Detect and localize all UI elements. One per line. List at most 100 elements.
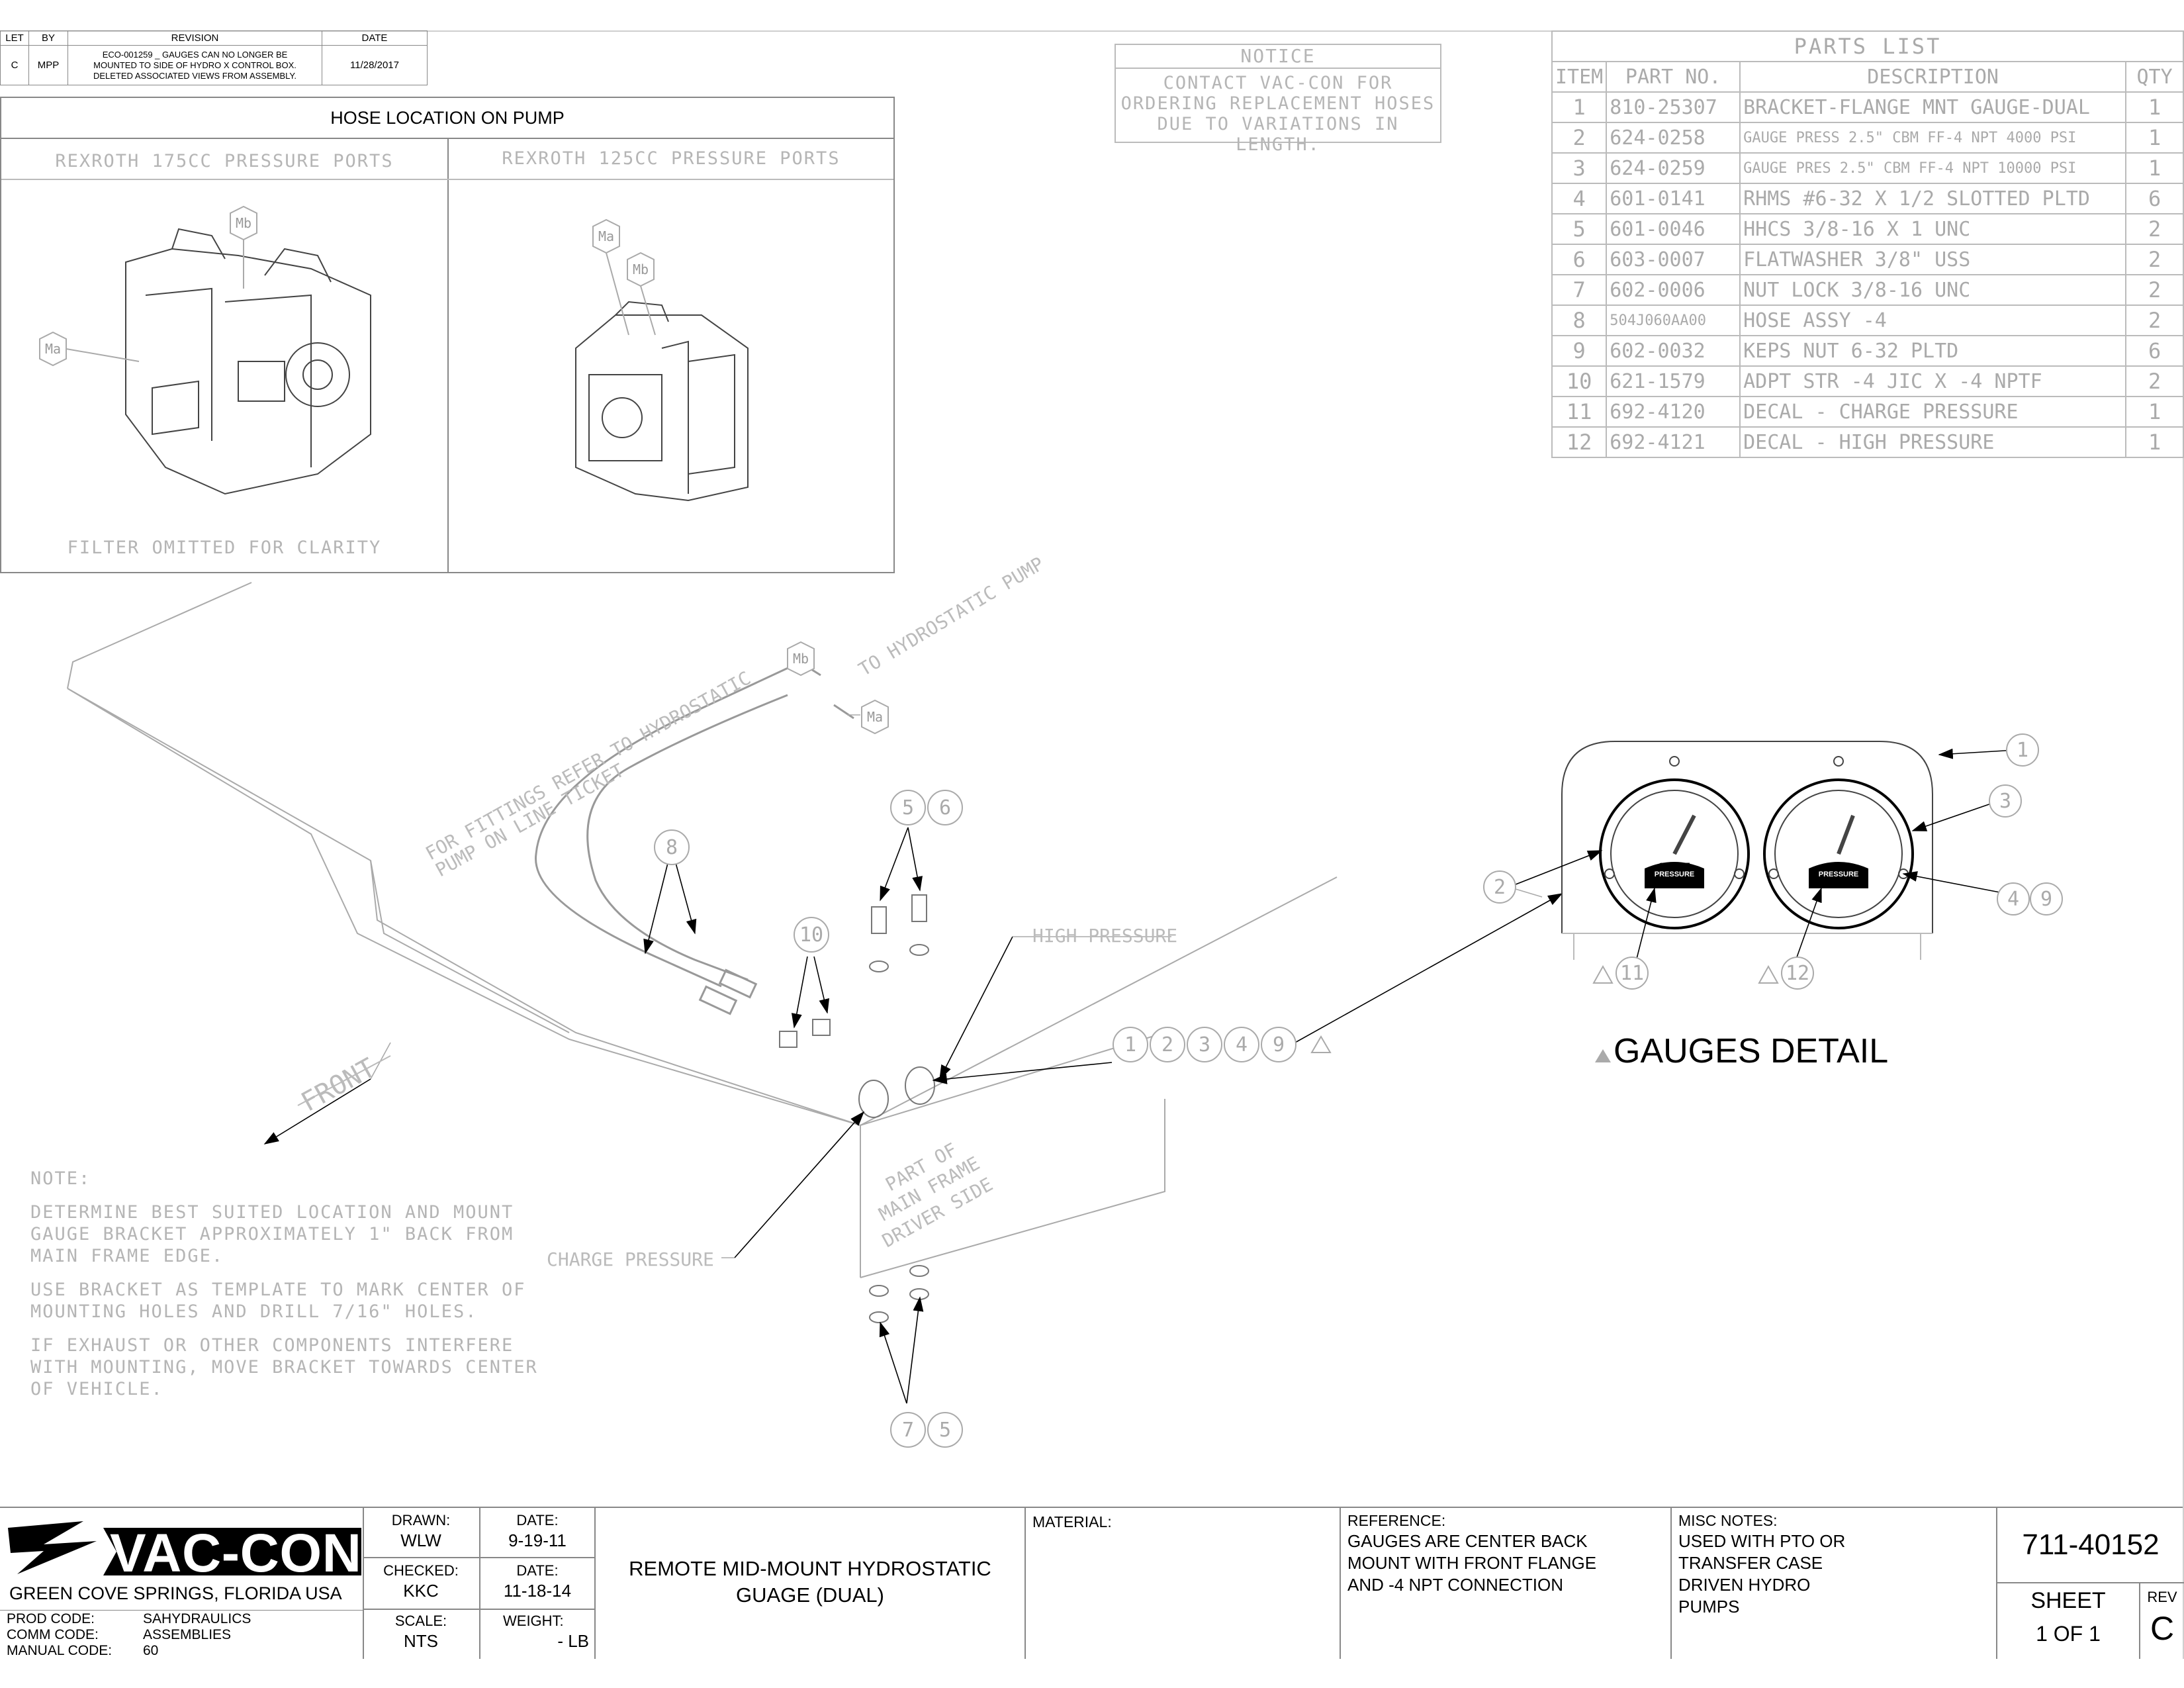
parts-part-no: 601-0141 — [1606, 183, 1741, 214]
parts-item: 6 — [1551, 244, 1608, 275]
parts-item: 10 — [1551, 365, 1608, 397]
main-port-ma: Ma — [867, 709, 883, 725]
high-pressure-gauge: HIGH PRESSURE — [1763, 756, 1914, 929]
gauge-left-line-2: PRESSURE — [1655, 870, 1695, 878]
sheet-label: SHEET — [2030, 1588, 2106, 1613]
pump-175cc — [125, 228, 371, 495]
charge-pressure-gauge: CHARGE PRESSURE — [1599, 756, 1750, 929]
parts-qty: 6 — [2125, 335, 2184, 367]
port-label-ma-125: Ma — [598, 228, 614, 244]
vac-con-logo-icon: VAC-CON — [8, 1521, 361, 1583]
parts-description: KEPS NUT 6-32 PLTD — [1739, 335, 2127, 367]
parts-header-description: DESCRIPTION — [1739, 61, 2127, 93]
parts-part-no: 624-0259 — [1606, 152, 1741, 184]
reference-block: REFERENCE: GAUGES ARE CENTER BACK MOUNT … — [1347, 1512, 1597, 1595]
prod-code-label: PROD CODE: — [7, 1611, 95, 1626]
parts-item: 3 — [1551, 152, 1608, 184]
parts-qty: 2 — [2125, 305, 2184, 336]
company-location: GREEN COVE SPRINGS, FLORIDA USA — [9, 1583, 342, 1603]
parts-qty: 2 — [2125, 274, 2184, 306]
note-2-line-2: MOUNTING HOLES AND DRILL 7/16" HOLES. — [30, 1301, 478, 1322]
detail-callout-12: 12 — [1786, 962, 1809, 985]
drawn-label: DRAWN: — [391, 1512, 451, 1528]
note-3-line-1: IF EXHAUST OR OTHER COMPONENTS INTERFERE — [30, 1335, 514, 1356]
hose-location-panel: HOSE LOCATION ON PUMP REXROTH 175CC PRES… — [0, 97, 895, 573]
svg-text:VAC-CON: VAC-CON — [110, 1523, 361, 1583]
callout-10: 10 — [799, 923, 823, 947]
parts-description: FLATWASHER 3/8" USS — [1739, 244, 2127, 275]
main-port-mb: Mb — [793, 651, 809, 667]
gauge-right-line-2: PRESSURE — [1819, 870, 1859, 878]
notes-block: NOTE: DETERMINE BEST SUITED LOCATION AND… — [30, 1168, 538, 1400]
parts-qty: 1 — [2125, 426, 2184, 458]
parts-part-no: 504J060AA00 — [1606, 305, 1741, 336]
sheet-value: 1 OF 1 — [2036, 1622, 2101, 1646]
parts-part-no: 624-0258 — [1606, 122, 1741, 154]
misc-notes-block: MISC NOTES: USED WITH PTO OR TRANSFER CA… — [1678, 1512, 1846, 1617]
parts-qty: 1 — [2125, 122, 2184, 154]
parts-header-item: ITEM — [1551, 61, 1608, 93]
detail-callout-1: 1 — [2017, 739, 2028, 762]
rev-date: 11/28/2017 — [322, 45, 428, 85]
parts-item: 11 — [1551, 396, 1608, 428]
rev-let: C — [0, 45, 29, 85]
hardware — [779, 894, 935, 1323]
charge-pressure-label: CHARGE PRESSURE — [547, 1248, 714, 1270]
parts-qty: 2 — [2125, 365, 2184, 397]
parts-part-no: 621-1579 — [1606, 365, 1741, 397]
port-label-ma-175: Ma — [45, 341, 61, 357]
parts-header-qty: QTY — [2125, 61, 2184, 93]
parts-description: HOSE ASSY -4 — [1739, 305, 2127, 336]
note-1-line-3: MAIN FRAME EDGE. — [30, 1246, 224, 1266]
note-3-line-2: WITH MOUNTING, MOVE BRACKET TOWARDS CENT… — [30, 1357, 538, 1378]
parts-item: 8 — [1551, 305, 1608, 336]
rev-value: C — [2150, 1610, 2175, 1647]
sheet-border — [0, 30, 2184, 1659]
callout-6: 6 — [939, 796, 951, 820]
parts-list-table: PARTS LIST ITEM PART NO. DESCRIPTION QTY… — [1551, 30, 2184, 458]
parts-list-title: PARTS LIST — [1551, 30, 2184, 62]
scale-label: SCALE: — [394, 1613, 447, 1629]
title-block: VAC-CON GREEN COVE SPRINGS, FLORIDA USA … — [0, 1507, 2184, 1659]
parts-description: ADPT STR -4 JIC X -4 NPTF — [1739, 365, 2127, 397]
parts-part-no: 692-4121 — [1606, 426, 1741, 458]
scale-value: NTS — [404, 1631, 438, 1651]
vac-con-logo: VAC-CON — [4, 1515, 361, 1587]
parts-item: 12 — [1551, 426, 1608, 458]
port-label-mb-175: Mb — [236, 215, 251, 231]
parts-description: BRACKET-FLANGE MNT GAUGE-DUAL — [1739, 91, 2127, 123]
revision-triangle-icon — [1595, 1049, 1611, 1062]
parts-part-no: 601-0046 — [1606, 213, 1741, 245]
rexroth-125-header: REXROTH 125CC PRESSURE PORTS — [502, 148, 841, 169]
high-pressure-label: HIGH PRESSURE — [1032, 925, 1177, 947]
route-note-line-2: PUMP ON LINE TICKET — [432, 759, 627, 881]
parts-part-no: 692-4120 — [1606, 396, 1741, 428]
note-1-line-2: GAUGE BRACKET APPROXIMATELY 1" BACK FROM — [30, 1224, 514, 1244]
rev-header-revision: REVISION — [68, 30, 322, 46]
port-label-mb-125: Mb — [633, 261, 649, 277]
parts-qty: 2 — [2125, 244, 2184, 275]
revision-block: LET BY REVISION DATE C MPP ECO-001259 _ … — [0, 30, 428, 85]
drawing-number: 711-40152 — [2022, 1528, 2160, 1561]
weight-value: - LB — [557, 1631, 589, 1651]
material-label: MATERIAL: — [1032, 1513, 1112, 1530]
callout-4: 4 — [1236, 1033, 1248, 1056]
parts-item: 7 — [1551, 274, 1608, 306]
rexroth-175-header: REXROTH 175CC PRESSURE PORTS — [55, 151, 394, 171]
checked-date-value: 11-18-14 — [503, 1581, 572, 1601]
parts-qty: 2 — [2125, 213, 2184, 245]
notice-line-1: CONTACT VAC-CON FOR — [1163, 73, 1393, 93]
note-3-line-3: OF VEHICLE. — [30, 1379, 163, 1399]
parts-qty: 1 — [2125, 396, 2184, 428]
callout-5b: 5 — [939, 1419, 951, 1442]
parts-item: 1 — [1551, 91, 1608, 123]
note-2-line-1: USE BRACKET AS TEMPLATE TO MARK CENTER O… — [30, 1280, 526, 1300]
rev-description: ECO-001259 _ GAUGES CAN NO LONGER BE MOU… — [68, 45, 322, 85]
callout-3: 3 — [1199, 1033, 1210, 1056]
